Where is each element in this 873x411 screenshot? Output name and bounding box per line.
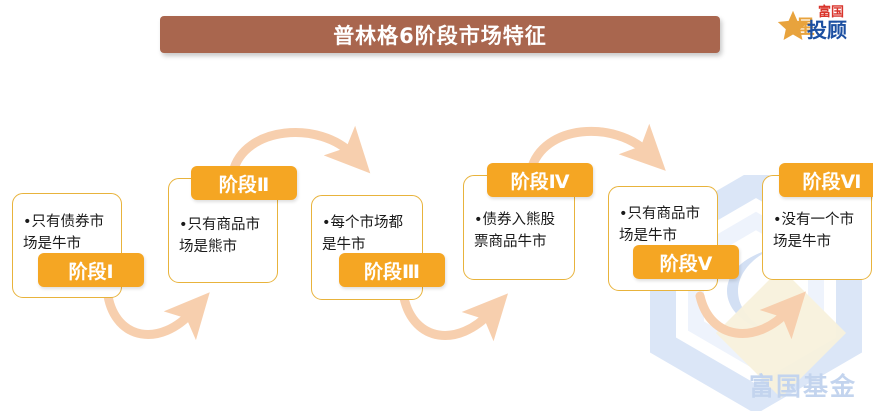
brand-logo: 星 富国 投顾 bbox=[776, 4, 870, 46]
star-icon bbox=[777, 10, 809, 41]
stage-card-2-label[interactable]: 阶段Ⅱ bbox=[191, 166, 297, 200]
arrow-2-to-3 bbox=[228, 125, 371, 177]
stage-card-4-text: •债券入熊股 票商品牛市 bbox=[474, 212, 556, 250]
logo-star-char: 星 bbox=[796, 16, 816, 38]
logo-top-text: 富国 bbox=[818, 5, 845, 20]
stage-card-4-label[interactable]: 阶段Ⅳ bbox=[487, 163, 593, 197]
stage-card-6-text: •没有一个市 场是牛市 bbox=[773, 212, 855, 250]
stage-card-5-label[interactable]: 阶段Ⅴ bbox=[633, 245, 739, 279]
stage-card-3[interactable]: •每个市场都 是牛市 阶段Ⅲ bbox=[311, 195, 456, 305]
stage-card-3-text: •每个市场都 是牛市 bbox=[322, 215, 404, 253]
stage-card-6[interactable]: •没有一个市 场是牛市 阶段Ⅵ bbox=[762, 163, 873, 280]
stage-card-1[interactable]: •只有债券市 场是牛市 阶段Ⅰ bbox=[12, 193, 152, 301]
arrow-1-to-2 bbox=[103, 291, 210, 341]
stage-card-5-text: •只有商品市 场是牛市 bbox=[619, 206, 701, 244]
stage-card-4[interactable]: •债券入熊股 票商品牛市 阶段Ⅳ bbox=[463, 163, 611, 280]
stage-card-1-text: •只有债券市 场是牛市 bbox=[23, 214, 105, 252]
stage-card-3-label[interactable]: 阶段Ⅲ bbox=[339, 253, 445, 287]
stage-card-5[interactable]: •只有商品市 场是牛市 阶段Ⅴ bbox=[608, 186, 753, 298]
stage-card-1-label[interactable]: 阶段Ⅰ bbox=[38, 253, 144, 287]
stage-card-2[interactable]: •只有商品市 场是熊市 阶段Ⅱ bbox=[168, 166, 313, 283]
arrow-4-to-5 bbox=[526, 123, 666, 175]
arrow-5-to-6 bbox=[695, 291, 807, 340]
logo-bottom-text: 投顾 bbox=[807, 18, 847, 42]
arrow-3-to-4 bbox=[399, 293, 509, 342]
stage-card-6-label[interactable]: 阶段Ⅵ bbox=[779, 163, 873, 197]
page-title: 普林格6阶段市场特征 bbox=[333, 23, 547, 48]
title-banner: 普林格6阶段市场特征 bbox=[160, 16, 720, 53]
stage-card-2-text: •只有商品市 场是熊市 bbox=[179, 217, 261, 255]
